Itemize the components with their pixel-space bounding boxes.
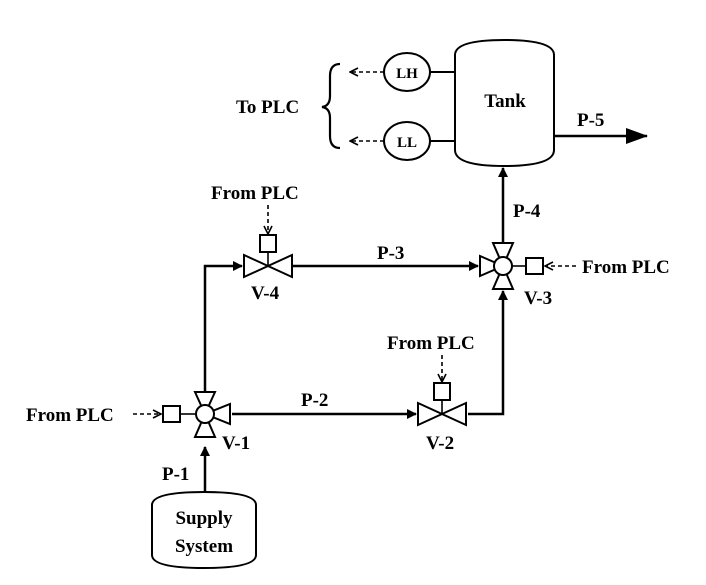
- valve-v3: From PLC V-3: [479, 242, 670, 309]
- pipe-p1-label: P-1: [162, 464, 189, 485]
- lh-label: LH: [396, 66, 418, 82]
- v2-from-plc-label: From PLC: [387, 333, 475, 354]
- v3-from-plc-label: From PLC: [582, 257, 670, 278]
- supply-line1: Supply: [175, 508, 233, 529]
- level-high-sensor: LH: [350, 52, 455, 92]
- pipe-p2-label: P-2: [301, 390, 328, 411]
- v1-from-plc-label: From PLC: [26, 405, 114, 426]
- v1-label: V-1: [222, 433, 250, 454]
- valve-v4: From PLC V-4: [211, 183, 299, 304]
- to-plc-label: To PLC: [236, 97, 299, 118]
- pipe-p5-label: P-5: [577, 110, 604, 131]
- tank-label: Tank: [484, 91, 526, 112]
- valve-v1: From PLC V-1: [26, 391, 250, 454]
- pipe-p4-label: P-4: [513, 201, 541, 222]
- pipe-p3-label: P-3: [377, 243, 404, 264]
- supply-system: Supply System: [151, 490, 257, 570]
- v2-label: V-2: [426, 433, 454, 454]
- supply-line2: System: [175, 536, 233, 557]
- v4-from-plc-label: From PLC: [211, 183, 299, 204]
- pipe-v2-to-v3: [468, 290, 508, 416]
- level-low-sensor: LL: [350, 121, 455, 161]
- tank: Tank: [454, 38, 555, 168]
- to-plc-brace: [321, 62, 341, 150]
- ll-label: LL: [397, 135, 417, 151]
- valve-v2: From PLC V-2: [387, 333, 475, 454]
- v3-label: V-3: [524, 288, 552, 309]
- v4-label: V-4: [251, 283, 280, 304]
- pipe-v1-to-v4: [203, 261, 243, 392]
